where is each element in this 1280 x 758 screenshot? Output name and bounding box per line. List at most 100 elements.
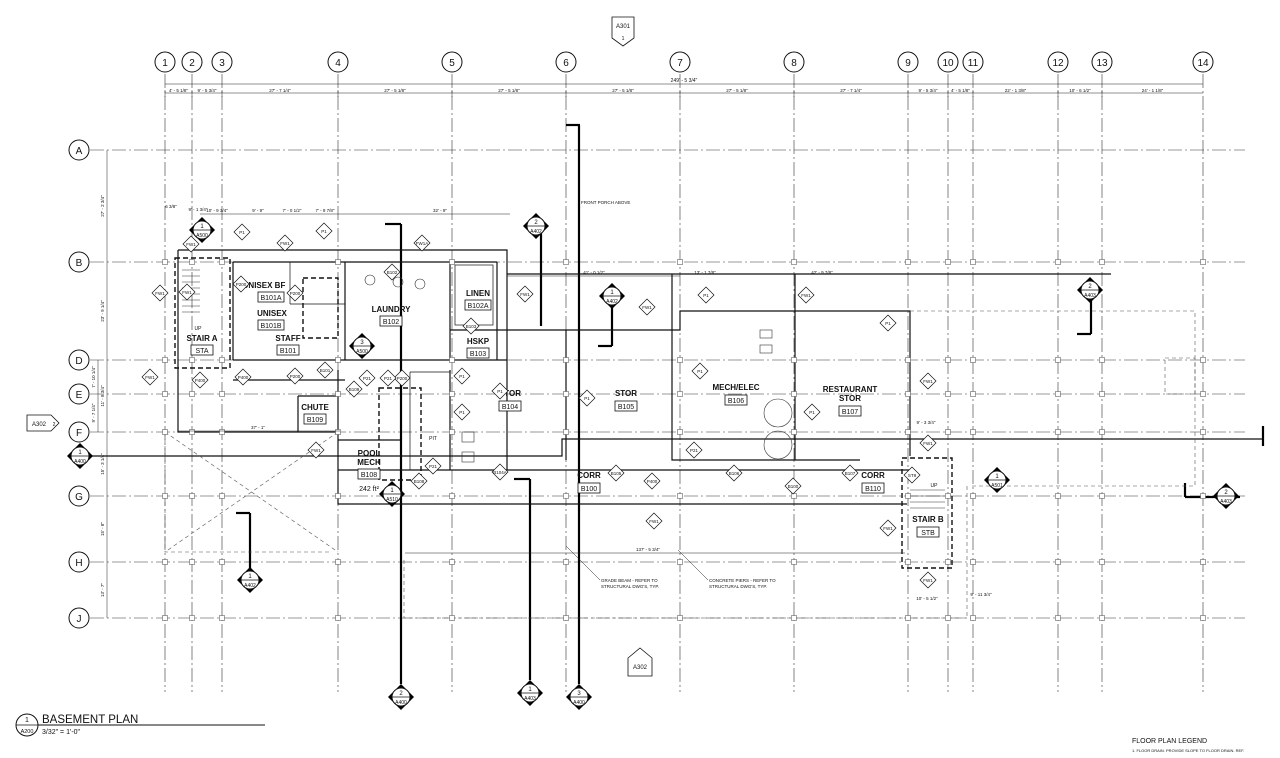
column-bubble-11[interactable]: 11	[962, 51, 984, 73]
room-number-b110[interactable]: B110	[865, 486, 881, 493]
column-bubble-8[interactable]: 8	[783, 51, 805, 73]
row-bubble-D[interactable]: D	[68, 349, 90, 371]
element-tag[interactable]: P200	[286, 284, 304, 302]
room-number-b109[interactable]: B109	[307, 417, 323, 424]
row-bubble-A[interactable]: A	[68, 139, 90, 161]
element-tag[interactable]: B108	[410, 472, 428, 490]
element-tag[interactable]: P1	[453, 403, 471, 421]
column-bubble-3[interactable]: 3	[211, 51, 233, 73]
element-tag[interactable]: P400	[191, 371, 209, 389]
room-number-sta[interactable]: STA	[195, 348, 208, 355]
sheet-ref-bottom[interactable]: A302	[627, 647, 653, 677]
element-tag[interactable]: P21	[358, 369, 376, 387]
element-tag[interactable]: B104A	[491, 463, 509, 481]
element-tag[interactable]: P1	[453, 367, 471, 385]
room-number-stb[interactable]: STB	[921, 530, 935, 537]
element-tag[interactable]: FW1	[516, 285, 534, 303]
sheet-ref-left[interactable]: A302 2	[26, 414, 60, 432]
element-tag[interactable]: B102	[383, 263, 401, 281]
element-tag[interactable]: B105	[607, 464, 625, 482]
element-tag[interactable]: FW1	[151, 284, 169, 302]
element-tag[interactable]: B103	[462, 317, 480, 335]
room-number-b108[interactable]: B108	[361, 472, 377, 479]
element-tag[interactable]: P200	[286, 367, 304, 385]
element-tag[interactable]: B106	[725, 464, 743, 482]
element-tag[interactable]: FW1	[919, 372, 937, 390]
row-bubble-G[interactable]: G	[68, 485, 90, 507]
element-tag[interactable]: P1	[691, 362, 709, 380]
element-tag[interactable]: P200	[232, 275, 250, 293]
column-bubble-7[interactable]: 7	[669, 51, 691, 73]
room-number-b101[interactable]: B101	[280, 348, 296, 355]
element-tag[interactable]: FW1	[645, 512, 663, 530]
element-tag[interactable]: FW1	[879, 519, 897, 537]
row-bubble-B[interactable]: B	[68, 251, 90, 273]
element-tag[interactable]: P1	[315, 222, 333, 240]
column-bubble-14[interactable]: 14	[1192, 51, 1214, 73]
element-tag[interactable]: P1	[491, 382, 509, 400]
element-tag[interactable]: P1	[697, 286, 715, 304]
element-tag[interactable]: ST8	[903, 466, 921, 484]
room-number-b106[interactable]: B106	[728, 398, 744, 405]
column-bubble-10[interactable]: 10	[937, 51, 959, 73]
element-tag[interactable]: B109	[345, 380, 363, 398]
column-bubble-4[interactable]: 4	[327, 51, 349, 73]
element-tag[interactable]: FW1	[182, 235, 200, 253]
element-tag[interactable]: P1	[233, 223, 251, 241]
element-tag[interactable]: FW1	[919, 434, 937, 452]
element-tag[interactable]: B100	[784, 477, 802, 495]
element-tag[interactable]: P21	[379, 369, 397, 387]
column-bubble-9[interactable]: 9	[897, 51, 919, 73]
room-number-b105[interactable]: B105	[618, 404, 634, 411]
row-bubble-E[interactable]: E	[68, 383, 90, 405]
element-tag[interactable]: P21	[685, 441, 703, 459]
element-tag[interactable]: P1	[578, 389, 596, 407]
room-number-b102[interactable]: B102	[383, 319, 399, 326]
element-tag[interactable]: FW1	[919, 571, 937, 589]
row-bubble-J[interactable]: J	[68, 607, 90, 629]
element-tag[interactable]: FW1	[141, 368, 159, 386]
room-number-b101b[interactable]: B101B	[260, 323, 281, 330]
element-tag[interactable]: FW1	[307, 441, 325, 459]
element-tag[interactable]: B101	[316, 361, 334, 379]
row-bubble-F[interactable]: F	[68, 421, 90, 443]
row-bubble-H[interactable]: H	[68, 551, 90, 573]
element-tag[interactable]: P21	[424, 457, 442, 475]
element-tag[interactable]: FW1	[797, 286, 815, 304]
column-bubble-2[interactable]: 2	[181, 51, 203, 73]
room-number-b101a[interactable]: B101A	[260, 295, 281, 302]
element-tag[interactable]: FW1A	[413, 234, 431, 252]
room-number-b104[interactable]: B104	[502, 404, 518, 411]
room-number-b103[interactable]: B103	[470, 351, 486, 358]
column-bubble-6[interactable]: 6	[555, 51, 577, 73]
element-tag[interactable]: FW1	[638, 298, 656, 316]
element-tag[interactable]: FW1	[178, 283, 196, 301]
element-tag[interactable]: B107	[841, 464, 859, 482]
room-number-b100[interactable]: B100	[581, 486, 597, 493]
element-tag[interactable]: P200	[393, 369, 411, 387]
element-tag[interactable]: P1	[879, 314, 897, 332]
column-bubble-13[interactable]: 13	[1091, 51, 1113, 73]
column-bubble-12[interactable]: 12	[1047, 51, 1069, 73]
room-number-b107[interactable]: B107	[842, 409, 858, 416]
sheet-ref-top[interactable]: A301 1	[611, 16, 635, 47]
element-tag[interactable]: P400	[643, 472, 661, 490]
element-tag[interactable]: P1	[803, 403, 821, 421]
column-bubble-1[interactable]: 1	[154, 51, 176, 73]
element-tag[interactable]: P400	[234, 368, 252, 386]
column-bubble-5[interactable]: 5	[441, 51, 463, 73]
room-number-b102a[interactable]: B102A	[467, 303, 488, 310]
